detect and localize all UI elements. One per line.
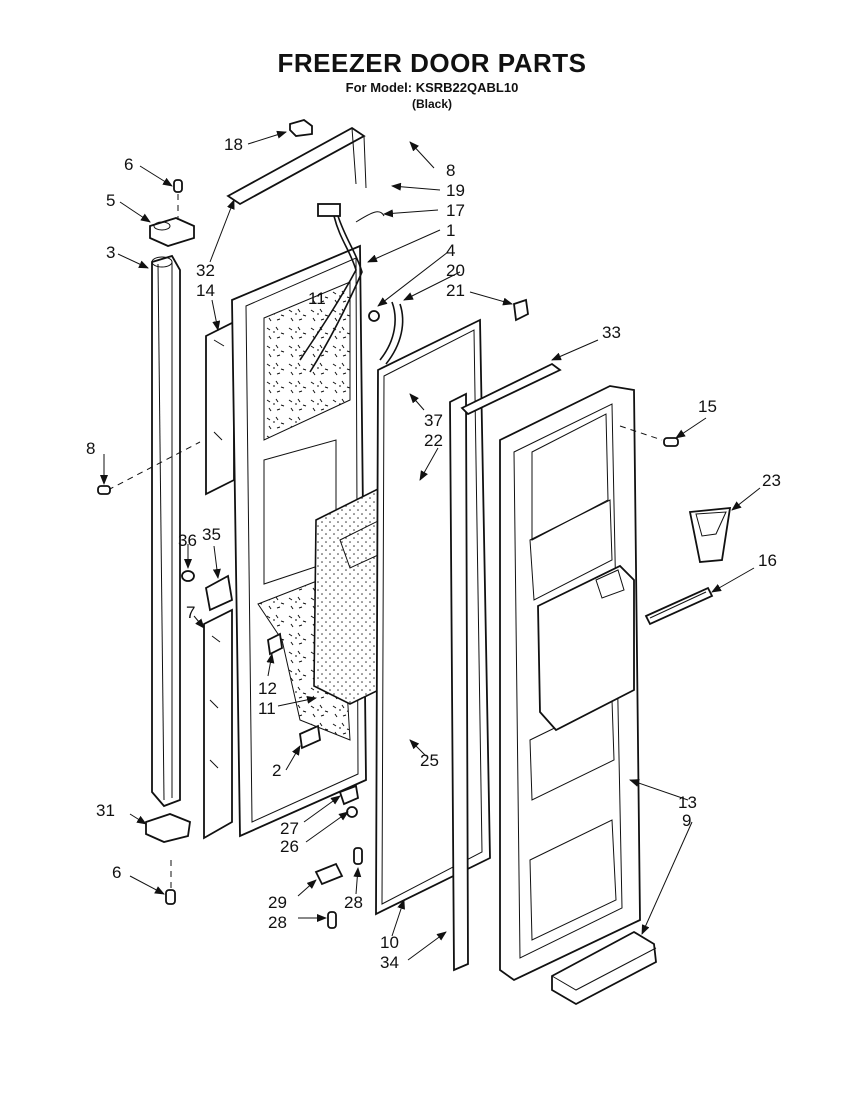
model-line: For Model: KSRB22QABL10	[345, 80, 519, 95]
callout-16: 16	[758, 551, 777, 570]
part-31-bottom-hinge	[145, 813, 191, 843]
part-12-clip	[267, 632, 283, 656]
callout-28-left: 28	[268, 913, 287, 932]
part-8-screw-left	[97, 485, 111, 495]
part-33-top-strip	[460, 362, 562, 416]
part-5-hinge	[149, 217, 195, 247]
part-14-trim-panel	[205, 320, 235, 496]
part-20-tube	[379, 301, 404, 365]
part-34-breaker-strip	[449, 392, 469, 972]
part-29-bracket	[314, 862, 344, 886]
callout-29: 29	[268, 893, 287, 912]
part-9-shelf	[551, 930, 657, 1006]
callout-18: 18	[224, 135, 243, 154]
callout-37: 37	[424, 411, 443, 430]
callout-6-top: 6	[124, 155, 133, 174]
callout-28-right: 28	[344, 893, 363, 912]
callout-5: 5	[106, 191, 115, 210]
callout-22: 22	[424, 431, 443, 450]
part-15-screw	[619, 425, 679, 447]
callout-33: 33	[602, 323, 621, 342]
callout-1: 1	[446, 221, 455, 240]
part-4-grommet	[368, 310, 380, 322]
callout-2: 2	[272, 761, 281, 780]
callout-8-left: 8	[86, 439, 95, 458]
leader-lines	[100, 130, 761, 961]
wire-harness	[299, 203, 385, 373]
part-28-screw	[327, 847, 363, 929]
part-16-trim-strip	[644, 586, 714, 626]
callout-11-top: 11	[308, 289, 326, 308]
part-21-cap	[513, 298, 529, 322]
color-variant: (Black)	[411, 97, 452, 111]
callout-11-bottom: 11	[258, 699, 276, 718]
callout-34: 34	[380, 953, 399, 972]
outer-door-panel	[231, 244, 367, 838]
part-35-bracket	[204, 574, 234, 612]
callout-17: 17	[446, 201, 465, 220]
callout-10: 10	[380, 933, 399, 952]
part-18-clip	[289, 119, 313, 137]
callout-3: 3	[106, 243, 115, 262]
callout-31: 31	[96, 801, 115, 820]
diagram-title: FREEZER DOOR PARTS	[277, 48, 587, 78]
callout-27: 27	[280, 819, 299, 838]
callout-36: 36	[178, 531, 197, 550]
callout-14: 14	[196, 281, 215, 300]
callout-19: 19	[446, 181, 465, 200]
callout-7: 7	[186, 603, 195, 622]
callout-labels: 18 8 6 5 3 19 17 1 4 20 21 32 14 11 33 3…	[86, 135, 781, 972]
part-2-hinge-pin	[299, 724, 321, 750]
part-6-screw-top	[173, 179, 183, 220]
callout-8-top: 8	[446, 161, 455, 180]
callout-4: 4	[446, 241, 455, 260]
part-26-27-parts	[338, 784, 360, 818]
part-7-trim-panel	[203, 608, 233, 840]
part-23-chute	[688, 506, 732, 563]
callout-35: 35	[202, 525, 221, 544]
callout-20: 20	[446, 261, 465, 280]
part-32-top-trim	[226, 126, 367, 206]
callout-6-bottom: 6	[112, 863, 121, 882]
part-3-handle	[151, 254, 181, 808]
callout-23: 23	[762, 471, 781, 490]
dispenser-cover	[537, 564, 635, 732]
part-36-screw	[181, 570, 195, 582]
callout-26: 26	[280, 837, 299, 856]
callout-21: 21	[446, 281, 465, 300]
callout-25: 25	[420, 751, 439, 770]
part-6-screw-bottom	[165, 860, 176, 905]
callout-12: 12	[258, 679, 277, 698]
callout-9: 9	[682, 811, 691, 830]
callout-15: 15	[698, 397, 717, 416]
callout-32: 32	[196, 261, 215, 280]
callout-13: 13	[678, 793, 697, 812]
